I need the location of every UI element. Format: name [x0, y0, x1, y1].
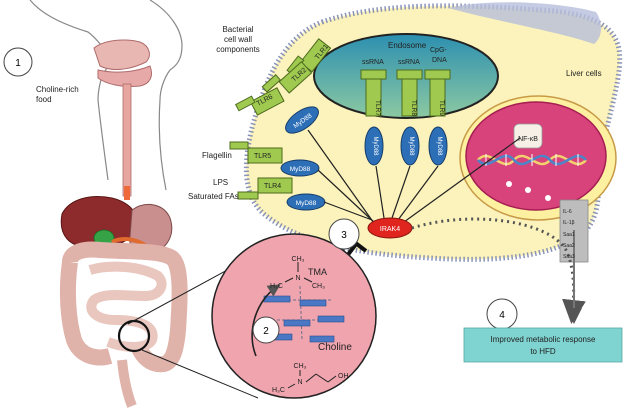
lps-label: LPS — [213, 178, 228, 187]
myd88-adaptor — [400, 126, 420, 166]
mrna-dot — [525, 187, 531, 193]
cpg-label-line1: CpG- — [430, 47, 447, 54]
choline-h3c: H₃C — [272, 387, 285, 394]
liver-cells-label: Liver cells — [566, 69, 602, 78]
bacterial-label-line1: Bacterial — [222, 25, 253, 34]
tma-ch3-top: CH₃ — [292, 256, 305, 263]
saturated-fas-label: Saturated FAs — [188, 192, 239, 201]
mrna-dot — [506, 181, 512, 187]
tlr5-receptor — [229, 141, 283, 164]
tlr4-label: TLR4 — [264, 183, 281, 190]
tlr7-label: TLR7 — [374, 100, 381, 116]
choline-bonds — [287, 370, 337, 389]
bacterial-label-line2: cell wall — [224, 35, 252, 44]
cytokine-label: IL-1β — [563, 220, 575, 226]
cytokine-label: IL-6 — [563, 209, 572, 215]
cytokine-label: Saa1 — [563, 232, 575, 238]
nfkb-label: NF-κB — [518, 136, 538, 143]
mrna-dot — [545, 195, 551, 201]
myd88-adaptor — [280, 159, 320, 177]
step-2-circle — [252, 316, 280, 344]
step-1-circle — [3, 47, 33, 77]
myd88-label: MyD88 — [408, 136, 414, 156]
tma-label: TMA — [308, 267, 327, 277]
myd88-adaptor — [428, 126, 448, 166]
step-2-number: 2 — [263, 326, 269, 337]
choline-label: Choline — [318, 342, 352, 353]
cytokine-label: Saa2 — [563, 243, 575, 249]
myd88-label: MyD88 — [290, 166, 311, 173]
tma-n: N — [295, 275, 300, 282]
nucleus — [465, 101, 607, 211]
tlr8-label: TLR8 — [410, 100, 417, 116]
irak4-label: IRAK4 — [380, 226, 400, 233]
tlr2-receptor — [261, 61, 313, 94]
dna-helix — [477, 154, 587, 166]
bacteria-cluster — [263, 285, 345, 343]
tlr7-receptor — [360, 69, 387, 117]
myd88-label: MyD88 — [372, 136, 378, 156]
cytokine-label: Saa3 — [563, 254, 575, 260]
tlr5-label: TLR5 — [254, 153, 271, 160]
tlr8-receptor — [396, 69, 423, 117]
step-3-number: 3 — [341, 230, 347, 241]
ssrna-label: ssRNA — [362, 59, 384, 66]
signaling-lines — [307, 129, 521, 227]
zoom-circle — [211, 233, 377, 399]
tlr9-receptor — [424, 69, 451, 117]
tma-bonds — [284, 262, 313, 283]
step-3-circle — [328, 218, 360, 250]
outcome-label-line2: to HFD — [530, 347, 556, 356]
cpg-label-line2: DNA — [432, 57, 447, 64]
nfkb-complex — [513, 123, 543, 149]
food-label-line1: Choline-rich — [36, 85, 79, 94]
tlr6-receptor — [234, 87, 285, 116]
endosome-title: Endosome — [388, 41, 427, 50]
large-intestine-shape — [62, 241, 188, 373]
myd88-adaptor — [285, 106, 319, 134]
esophagus-shape — [122, 83, 132, 197]
bacterial-label-line3: components — [216, 45, 260, 54]
human-body-illustration — [29, 0, 188, 408]
zoom-line-bottom — [141, 349, 259, 399]
flagellin-label: Flagellin — [202, 151, 232, 160]
tlr4-receptor — [237, 177, 293, 200]
food-label-line2: food — [36, 95, 52, 104]
outcome-label-line1: Improved metabolic response — [491, 335, 596, 344]
choline-n: N — [297, 379, 302, 386]
conversion-arrow — [251, 284, 281, 357]
tlr9-label: TLR9 — [438, 100, 445, 116]
myd88-label: MyD88 — [436, 136, 442, 156]
dotted-arrow-to-outcome — [411, 217, 586, 324]
step-1-number: 1 — [15, 58, 21, 69]
myd88-adaptor — [364, 126, 384, 166]
small-intestine-shape — [86, 261, 167, 352]
step-4-number: 4 — [499, 310, 505, 321]
tma-ch3-right: CH₃ — [312, 283, 325, 290]
outcome-box — [463, 327, 623, 363]
myd88-label: MyD88 — [296, 200, 317, 207]
choline-oh: OH — [338, 373, 349, 380]
ssrna-label: ssRNA — [398, 59, 420, 66]
choline-ch3-top: CH₃ — [294, 363, 307, 370]
tma-h3c: H₃C — [270, 283, 283, 290]
